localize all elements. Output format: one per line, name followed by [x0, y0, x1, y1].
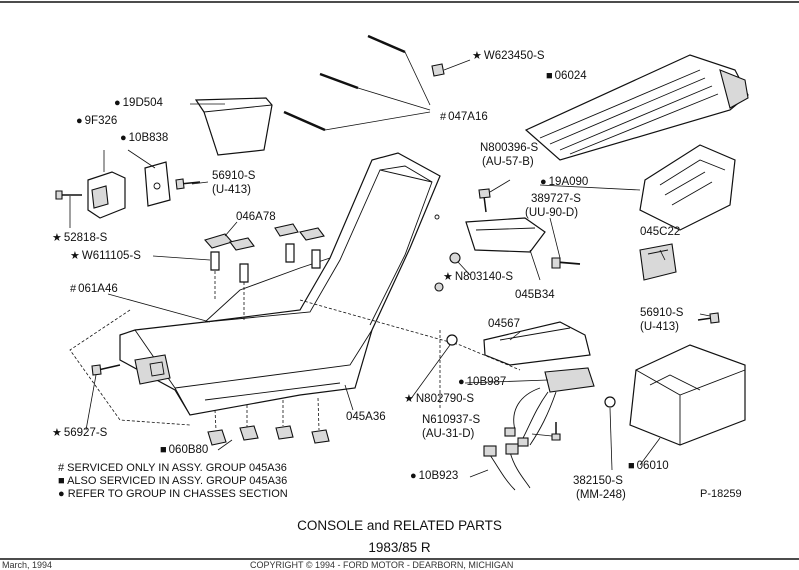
- connectors: [504, 427, 529, 447]
- callout-046a78: 046A78: [236, 211, 276, 223]
- tray-06010: [629, 344, 746, 446]
- legend-item-serviced-only: # SERVICED ONLY IN ASSY. GROUP 045A36: [58, 462, 287, 474]
- screw-56927s: [91, 364, 121, 376]
- legend: # SERVICED ONLY IN ASSY. GROUP 045A36 ■ …: [58, 462, 288, 501]
- callout-382150s: 382150-S: [573, 475, 623, 487]
- callout-10b923: ●10B923: [410, 470, 459, 482]
- screw-52818s: [55, 190, 82, 200]
- callout-04567: 04567: [488, 318, 520, 330]
- callout-389727s: 389727-S: [531, 193, 581, 205]
- ashtray-19a090: [639, 144, 736, 231]
- callout-047a16: #047A16: [440, 111, 488, 123]
- bracket-045b34: [465, 217, 546, 253]
- caption-title: CONSOLE and RELATED PARTS: [297, 518, 502, 533]
- callout-n800396s: N800396-S: [480, 142, 539, 154]
- callout-06010: ■06010: [628, 460, 669, 472]
- caption-years: 1983/85 R: [368, 540, 431, 555]
- callout-n610937s: N610937-S: [422, 414, 481, 426]
- rods-047a16: [283, 34, 431, 132]
- callout-10b987: ●10B987: [458, 376, 507, 388]
- screw-56910s-right: [697, 312, 720, 324]
- callout-n802790s: ★N802790-S: [404, 393, 475, 405]
- callout-19a090: ●19A090: [540, 176, 589, 188]
- screw-n800396s: [478, 188, 491, 213]
- screw-389727s: [551, 257, 581, 269]
- legend-item-also-serviced: ■ ALSO SERVICED IN ASSY. GROUP 045A36: [58, 475, 288, 487]
- screw-n610937s: [551, 422, 561, 441]
- leader-lines: [69, 59, 711, 478]
- callout-mm248: (MM-248): [576, 489, 626, 501]
- bin-19d504: [194, 97, 273, 156]
- callout-045b34: 045B34: [515, 289, 555, 301]
- callout-u413-right: (U-413): [640, 321, 679, 333]
- shutter-06024: [524, 54, 749, 161]
- callout-u413-upper: (U-413): [212, 184, 251, 196]
- nut-n803140s: [434, 252, 461, 292]
- wiring-harness: [513, 387, 557, 446]
- callout-061a46: #061A46: [70, 283, 118, 295]
- harness-10b923: [483, 443, 531, 491]
- lighter-045c22: [639, 243, 677, 281]
- screw-56910s-upper: [175, 178, 201, 190]
- callout-19d504: ●19D504: [114, 97, 163, 109]
- bracket-04567: [483, 321, 591, 366]
- floor-clips-060b80: [207, 397, 330, 446]
- callout-060b80: ■060B80: [160, 444, 209, 456]
- callout-9f326: ●9F326: [76, 115, 118, 127]
- callout-56927s: ★56927-S: [52, 427, 108, 439]
- ref-line-right: [299, 299, 521, 371]
- footer-date: March, 1994: [2, 560, 53, 570]
- callout-w623450s: ★W623450-S: [472, 50, 545, 62]
- switch-10b987: [544, 367, 595, 393]
- callout-10b838: ●10B838: [120, 132, 169, 144]
- figure-code: P-18259: [700, 488, 742, 500]
- ref-line-left: [69, 309, 191, 426]
- callout-n803140s: ★N803140-S: [443, 271, 514, 283]
- clip-w623450s: [431, 63, 445, 77]
- console-body-045a36: [119, 152, 441, 416]
- callout-au57b: (AU-57-B): [482, 156, 534, 168]
- callout-uu90d: (UU-90-D): [525, 207, 579, 219]
- switch-9f326: [87, 150, 126, 219]
- callout-52818s: ★52818-S: [52, 232, 108, 244]
- legend-item-refer-group: ● REFER TO GROUP IN CHASSES SECTION: [58, 488, 288, 500]
- retainers-046a78: [204, 223, 325, 251]
- footer-copyright: COPYRIGHT © 1994 - FORD MOTOR - DEARBORN…: [250, 560, 514, 570]
- callout-au31d: (AU-31-D): [422, 428, 475, 440]
- callout-045a36: 045A36: [346, 411, 386, 423]
- callout-045c22: 045C22: [640, 226, 681, 238]
- screws-w611105s: [210, 243, 321, 320]
- callout-w611105s: ★W611105-S: [70, 250, 141, 262]
- callout-06024: ■06024: [546, 70, 587, 82]
- callout-56910s-upper: 56910-S: [212, 170, 256, 182]
- bracket-10b838: [144, 161, 171, 207]
- callout-56910s-right: 56910-S: [640, 307, 684, 319]
- washer-n802790s: [446, 334, 458, 346]
- washer-382150s: [604, 396, 616, 408]
